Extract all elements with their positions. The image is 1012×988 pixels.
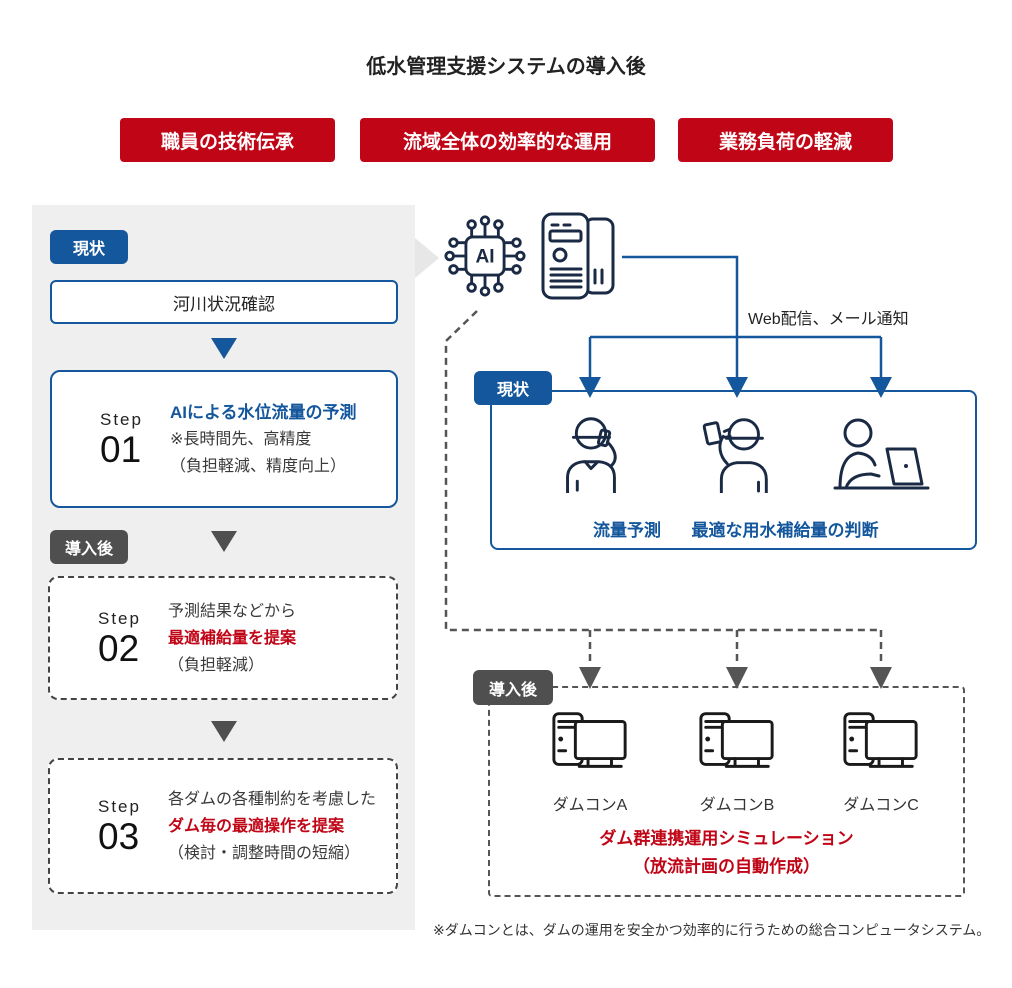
- step-03-word: Step: [98, 796, 141, 816]
- current-status-badge-left: 現状: [50, 230, 128, 264]
- ai-chip-icon: AI: [444, 215, 526, 297]
- down-arrow-blue-icon: [211, 338, 237, 359]
- benefit-banner-workload: 業務負荷の軽減: [678, 118, 893, 162]
- down-arrow-gray-icon: [211, 721, 237, 742]
- after-introduction-badge-right: 導入後: [473, 670, 553, 705]
- step-01-digits: 01: [100, 428, 142, 470]
- damcon-computer-icon: [699, 712, 774, 768]
- step-01-title: AIによる水位流量の予測: [170, 402, 357, 422]
- step-03-number: Step 03: [98, 798, 150, 855]
- step-01-text: AIによる水位流量の予測 ※長時間先、高精度 （負担軽減、精度向上）: [170, 399, 357, 480]
- step-03-highlight: ダム毎の最適操作を提案: [168, 817, 345, 835]
- step-03-text: 各ダムの各種制約を考慮した ダム毎の最適操作を提案 （検討・調整時間の短縮）: [168, 786, 376, 867]
- web-delivery-label: Web配信、メール通知: [748, 311, 909, 328]
- step-02-digits: 02: [98, 627, 140, 669]
- step-02-highlight: 最適補給量を提案: [168, 629, 297, 647]
- current-status-badge-right: 現状: [474, 371, 552, 405]
- step-03-line1: 各ダムの各種制約を考慮した: [168, 790, 377, 808]
- damcon-computer-icon: [843, 712, 918, 768]
- worker-phone-icon: [566, 417, 617, 493]
- down-arrow-gray-icon: [211, 531, 237, 552]
- server-icon: [541, 212, 615, 300]
- river-status-box: 河川状況確認: [50, 280, 398, 324]
- step-03-digits: 03: [98, 815, 140, 857]
- step-01-word: Step: [100, 409, 143, 429]
- step-02-number: Step 02: [98, 610, 150, 667]
- panel-chevron-icon: [415, 238, 439, 278]
- step-03-line3: （検討・調整時間の短縮）: [168, 844, 361, 862]
- ai-chip-label: AI: [475, 247, 494, 268]
- footnote: ※ダムコンとは、ダムの運用を安全かつ効率的に行うための総合コンピュータシステム。: [433, 922, 991, 938]
- benefit-banner-skill-transfer: 職員の技術伝承: [120, 118, 335, 162]
- benefit-banner-basin-operation: 流域全体の効率的な運用: [360, 118, 655, 162]
- damcon-a-label: ダムコンA: [552, 797, 628, 814]
- step-02-text: 予測結果などから 最適補給量を提案 （負担軽減）: [168, 598, 296, 679]
- damcon-computer-icon: [552, 712, 627, 768]
- page-title: 低水管理支援システムの導入後: [366, 56, 646, 78]
- damcon-c-label: ダムコンC: [843, 797, 919, 814]
- step-02-line1: 予測結果などから: [168, 602, 297, 620]
- operator-laptop-icon: [833, 418, 930, 490]
- worker-mobile-icon: [702, 418, 768, 493]
- supply-judgement-label: 最適な用水補給量の判断: [691, 521, 879, 540]
- step-01-line3: （負担軽減、精度向上）: [170, 457, 347, 475]
- step-01-box: Step 01 AIによる水位流量の予測 ※長時間先、高精度 （負担軽減、精度向…: [50, 370, 398, 508]
- simulation-title: ダム群連携運用シミュレーション: [599, 829, 854, 848]
- after-introduction-badge-left: 導入後: [50, 530, 128, 564]
- step-01-line2: ※長時間先、高精度: [170, 430, 312, 448]
- step-02-line3: （負担軽減）: [168, 656, 265, 674]
- step-01-number: Step 01: [100, 411, 152, 468]
- damcon-b-label: ダムコンB: [699, 797, 775, 814]
- simulation-subtitle: （放流計画の自動作成）: [633, 857, 820, 876]
- step-02-box: Step 02 予測結果などから 最適補給量を提案 （負担軽減）: [48, 576, 398, 700]
- step-02-word: Step: [98, 608, 141, 628]
- step-03-box: Step 03 各ダムの各種制約を考慮した ダム毎の最適操作を提案 （検討・調整…: [48, 758, 398, 894]
